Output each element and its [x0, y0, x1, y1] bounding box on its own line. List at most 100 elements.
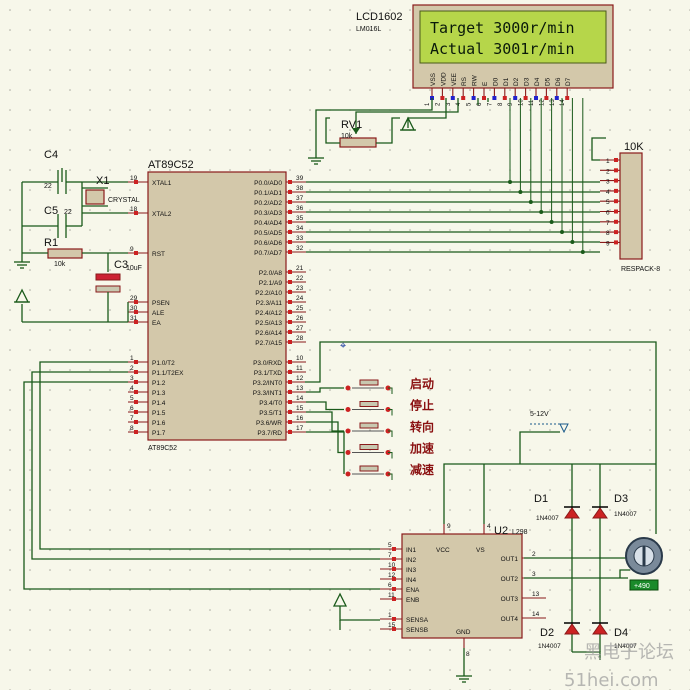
- pin-marker: [288, 360, 292, 364]
- lcd-wires: [315, 98, 489, 158]
- mcu-pin-name: P0.3/AD3: [254, 210, 282, 217]
- button-contact: [345, 450, 351, 455]
- lcd-pin-number: 14: [560, 99, 566, 106]
- push-button-4[interactable]: 加速: [306, 421, 434, 459]
- l298-pin-number: 9: [447, 523, 451, 530]
- c3-value: 10uF: [126, 265, 142, 272]
- lcd-pin-name: D5: [544, 77, 551, 86]
- pin-marker: [288, 420, 292, 424]
- mcu-pin-name: P2.5/A13: [255, 320, 282, 327]
- mcu-pin-number: 32: [296, 245, 304, 252]
- respack-pin-number: 1: [606, 158, 610, 165]
- mcu-left-pins: 19XTAL118XTAL29RST29PSEN30ALE31EA1P1.0/T…: [128, 175, 184, 437]
- lcd-pin-name: D4: [534, 77, 541, 86]
- rv1-value: 10k: [341, 133, 353, 140]
- push-button-2[interactable]: 停止: [306, 398, 434, 416]
- c3-plate-bottom: [95, 285, 121, 293]
- lcd-pin-number: 5: [467, 102, 473, 106]
- mcu-pin-name: P0.0/AD0: [254, 180, 282, 187]
- mcu-pin-number: 29: [130, 295, 138, 302]
- push-button-5[interactable]: 减速: [306, 431, 434, 480]
- mcu-pin-number: 39: [296, 175, 304, 182]
- mcu-footer: AT89C52: [148, 445, 177, 452]
- mcu-pin-name: P2.3/A11: [256, 300, 283, 307]
- x1-value: CRYSTAL: [108, 197, 140, 204]
- reset-circuit[interactable]: R1 10k C3 10uF: [14, 237, 142, 323]
- l298-pin-name: SENSA: [406, 617, 429, 624]
- pin-marker: [134, 410, 138, 414]
- lcd-line1: Target 3000r/min: [430, 19, 575, 37]
- l298-pin-number: 4: [487, 523, 491, 530]
- pin-marker: [554, 96, 559, 100]
- pin-marker: [523, 96, 528, 100]
- diode-model: 1N4007: [614, 511, 637, 518]
- button-cap: [359, 465, 379, 472]
- diode-name: D1: [534, 493, 548, 505]
- pin-marker: [502, 96, 507, 100]
- lcd-pin-number: 3: [446, 102, 452, 106]
- dc-motor[interactable]: +490: [619, 520, 663, 591]
- mcu-pin-name: P2.2/A10: [255, 290, 282, 297]
- l298-pin-name: VS: [476, 547, 485, 554]
- pin-marker: [288, 400, 292, 404]
- pin-marker: [482, 96, 486, 100]
- l298-driver[interactable]: U2 L298 5IN17IN210IN312IN46ENA11ENB1SENS…: [380, 523, 546, 658]
- mcu-pin-number: 34: [296, 225, 304, 232]
- button-cap: [359, 401, 379, 407]
- pin-marker: [288, 240, 292, 244]
- mcu-pin-name: P0.1/AD1: [254, 190, 282, 197]
- pin-marker: [513, 96, 518, 100]
- mcu-name: AT89C52: [148, 159, 194, 171]
- pin-marker: [288, 210, 292, 214]
- watermark-url: 51hei.com: [564, 670, 659, 690]
- mcu-pin-number: 12: [296, 375, 304, 382]
- button-contact: [345, 428, 351, 434]
- mcu-pin-number: 30: [130, 305, 138, 312]
- mcu-pin-number: 14: [296, 395, 304, 402]
- mcu-pin-number: 2: [130, 365, 134, 372]
- pin-marker: [134, 300, 138, 304]
- lcd-pin-name: D3: [524, 77, 531, 86]
- l298-pin-number: 6: [388, 582, 392, 589]
- lcd-pin-name: RW: [472, 74, 479, 86]
- lcd-label: LCD1602: [356, 11, 402, 23]
- pin-marker: [288, 180, 292, 184]
- push-button-1[interactable]: 启动: [306, 376, 434, 394]
- pin-marker: [134, 180, 138, 184]
- mcu-pin-name: P1.4: [152, 400, 166, 407]
- respack-body: [619, 152, 643, 260]
- button-contact: [345, 471, 351, 477]
- lcd-module[interactable]: Target 3000r/min Actual 3001r/min LCD160…: [356, 4, 614, 106]
- pin-marker: [134, 380, 138, 384]
- button-cap: [359, 422, 379, 429]
- ground-symbol-rv1: [308, 157, 324, 165]
- oscillator-circuit[interactable]: C4 22 C5 22 X1 CRYSTAL: [21, 149, 140, 262]
- button-cap: [359, 444, 379, 450]
- lcd-pin-number: 11: [529, 99, 535, 106]
- respack-pin-number: 2: [606, 168, 610, 175]
- pin-marker: [392, 547, 396, 551]
- mcu-pin-number: 24: [296, 295, 304, 302]
- button-cap: [359, 379, 379, 386]
- pin-marker: [288, 390, 292, 394]
- diode-model: 1N4007: [538, 643, 561, 650]
- l298-pin-number: 3: [532, 571, 536, 578]
- lcd-pin-number: 10: [519, 99, 525, 106]
- diode-icon: [564, 623, 580, 635]
- lcd-pin-number: 4: [456, 102, 462, 106]
- lcd-pin-name: D6: [555, 77, 562, 86]
- mcu-at89c52[interactable]: AT89C52 AT89C52 19XTAL118XTAL29RST29PSEN…: [128, 159, 306, 452]
- lcd-pin-name: VSS: [430, 72, 437, 86]
- lcd-pin-number: 1: [425, 102, 431, 106]
